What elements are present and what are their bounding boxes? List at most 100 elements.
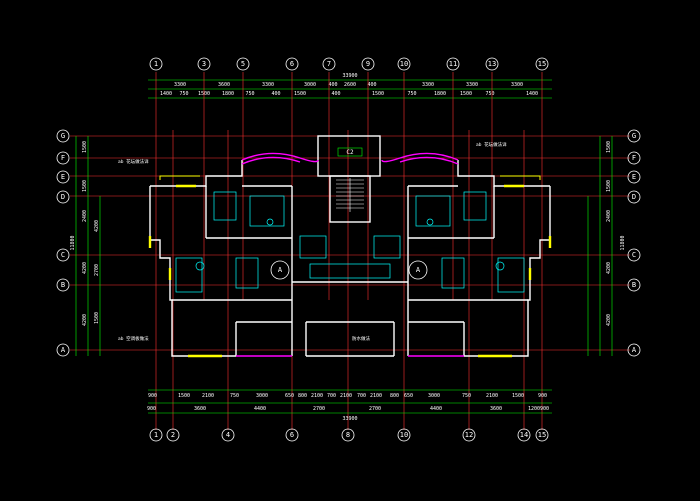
axis-bubble-left: A	[56, 343, 70, 357]
building-walls	[149, 135, 551, 357]
dim-text: 900	[538, 393, 547, 399]
axis-bubble-bottom: 1	[149, 428, 163, 442]
dim-text: 650	[285, 393, 294, 399]
dim-text: 400	[331, 91, 340, 97]
svg-text:11: 11	[449, 60, 457, 68]
dim-text: 750	[245, 91, 254, 97]
axis-bubble-top: 7	[322, 57, 336, 71]
dim-text: 3000	[256, 393, 268, 399]
left-axis-bubbles: G F E D C B A	[56, 129, 70, 357]
dim-text: 2100	[486, 393, 498, 399]
bottom-total-dimension: 33900	[342, 416, 357, 422]
dim-text: 750	[179, 91, 188, 97]
dim-text: 3300	[511, 82, 523, 88]
svg-text:F: F	[632, 154, 636, 162]
svg-text:D: D	[61, 193, 65, 201]
svg-text:15: 15	[538, 431, 546, 439]
svg-text:A: A	[278, 266, 283, 274]
stair	[336, 178, 364, 212]
axis-bubble-right: G	[627, 129, 641, 143]
dim-text: 1500	[178, 393, 190, 399]
dim-text: 800	[390, 393, 399, 399]
axis-bubble-left: E	[56, 170, 70, 184]
dim-text: 1500	[512, 393, 524, 399]
dim-text: 3300	[262, 82, 274, 88]
left-total-dimension: 11800	[70, 235, 76, 250]
dim-text: 2700	[313, 406, 325, 412]
svg-text:15: 15	[538, 60, 546, 68]
left-dims: 1500 1500 2400 4200 4200 11800 4200 2700…	[70, 141, 100, 326]
dim-text: 4400	[430, 406, 442, 412]
dim-text: 650	[404, 393, 413, 399]
axis-bubble-left: B	[56, 278, 70, 292]
svg-text:G: G	[632, 132, 636, 140]
axis-bubble-right: A	[627, 343, 641, 357]
axis-bubble-bottom: 15	[535, 428, 549, 442]
dim-text: 1500	[372, 91, 384, 97]
svg-text:A: A	[632, 346, 637, 354]
dim-text: 750	[407, 91, 416, 97]
axis-bubble-right: D	[627, 190, 641, 204]
top-dims-row1: 3300 3600 3300 3000 400 2600 400 3300 33…	[174, 82, 523, 88]
stair-label: C2	[346, 149, 354, 156]
dim-text: 4400	[254, 406, 266, 412]
axis-bubble-bottom: 4	[221, 428, 235, 442]
dim-text: 700	[357, 393, 366, 399]
dim-text: 3300	[466, 82, 478, 88]
svg-text:14: 14	[520, 431, 528, 439]
dim-text: 2400	[606, 210, 612, 222]
svg-text:1: 1	[154, 431, 158, 439]
svg-text:A: A	[416, 266, 421, 274]
dim-text: 4200	[94, 220, 100, 232]
dim-text: 1500	[460, 91, 472, 97]
svg-text:10: 10	[400, 60, 408, 68]
axis-bubble-left: F	[56, 151, 70, 165]
svg-text:1: 1	[154, 60, 158, 68]
axis-bubble-right: F	[627, 151, 641, 165]
axis-bubble-left: D	[56, 190, 70, 204]
dim-text: 400	[328, 82, 337, 88]
axis-bubble-top: 6	[285, 57, 299, 71]
dim-text: 1200	[528, 406, 540, 412]
svg-text:9: 9	[366, 60, 370, 68]
axis-bubble-bottom: 10	[397, 428, 411, 442]
axis-bubble-right: C	[627, 248, 641, 262]
svg-text:A: A	[61, 346, 66, 354]
dim-text: 4200	[82, 314, 88, 326]
svg-text:F: F	[61, 154, 65, 162]
svg-text:G: G	[61, 132, 65, 140]
fixtures	[175, 191, 525, 293]
dim-text: 1500	[94, 312, 100, 324]
right-dimension-lines	[587, 136, 613, 356]
top-dimensions	[148, 79, 552, 99]
dim-text: 1500	[606, 141, 612, 153]
dim-text: 750	[230, 393, 239, 399]
svg-text:E: E	[632, 173, 636, 181]
bay-windows	[236, 152, 464, 357]
dim-text: 750	[485, 91, 494, 97]
axis-bubble-right: E	[627, 170, 641, 184]
svg-text:10: 10	[400, 431, 408, 439]
dim-text: 3600	[490, 406, 502, 412]
dim-text: 3300	[422, 82, 434, 88]
dim-text: 1500	[82, 141, 88, 153]
svg-text:6: 6	[290, 60, 294, 68]
dim-text: 3300	[174, 82, 186, 88]
room-mark-right: A	[408, 260, 428, 280]
bottom-axis-bubbles: 1 2 4 6 8 10 12 14 15	[149, 428, 549, 442]
dim-text: 1800	[434, 91, 446, 97]
left-dimension-lines	[75, 136, 101, 356]
axis-bubble-top: 10	[397, 57, 411, 71]
balcony-rails	[159, 175, 541, 180]
axis-bubble-top: 13	[485, 57, 499, 71]
dim-text: 2600	[344, 82, 356, 88]
svg-text:3: 3	[202, 60, 206, 68]
dim-text: 1800	[222, 91, 234, 97]
axis-bubble-left: G	[56, 129, 70, 143]
top-dims-row2: 1400 750 1500 1800 750 400 1500 400 1500…	[160, 91, 538, 97]
right-total-dimension: 11800	[620, 235, 626, 250]
svg-text:4: 4	[226, 431, 230, 439]
dim-text: 1500	[82, 180, 88, 192]
dim-text: 750	[462, 393, 471, 399]
dim-text: 2100	[311, 393, 323, 399]
